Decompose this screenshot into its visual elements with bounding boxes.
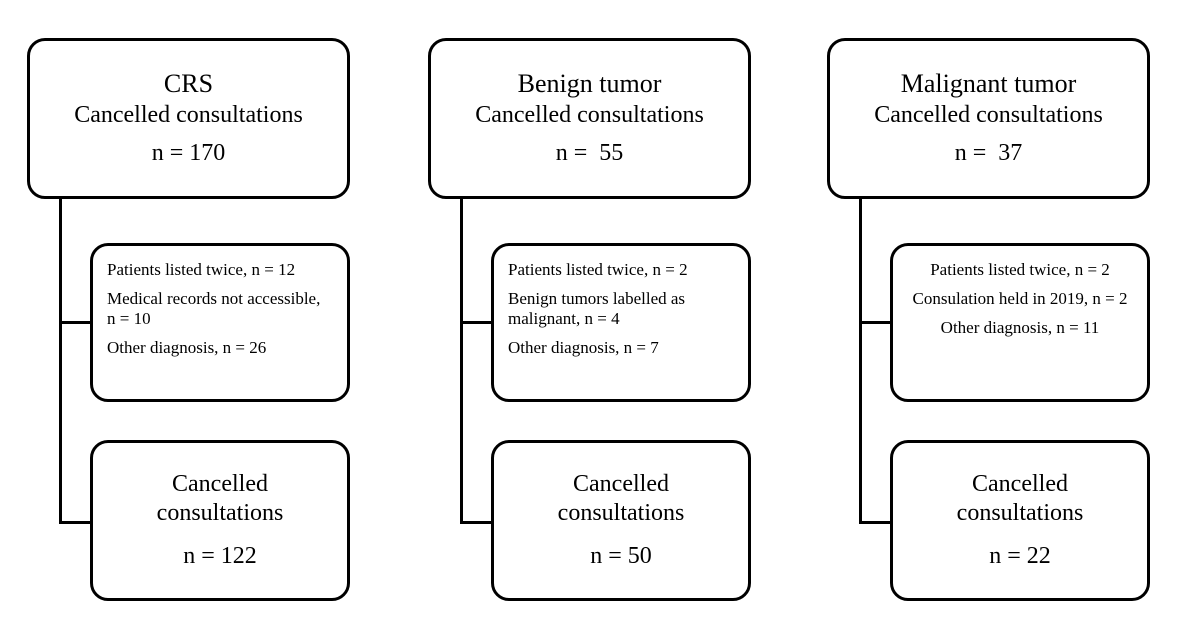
exclusion-item: Other diagnosis, n = 26 [107, 338, 267, 358]
exclusion-item: Medical records not accessible, n = 10 [107, 289, 321, 329]
connector-vertical-benign-tumor [460, 197, 463, 524]
connector-to-bottom-benign-tumor [460, 521, 494, 524]
top-box-count: n = 37 [954, 139, 1023, 166]
bottom-box-line2: consultations [956, 500, 1084, 527]
top-box-subtitle: Cancelled consultations [475, 102, 704, 129]
top-box-benign-tumor: Benign tumor Cancelled consultations n =… [428, 38, 751, 199]
exclusion-item: Patients listed twice, n = 12 [107, 260, 296, 279]
connector-to-bottom-crs [59, 521, 93, 524]
exclusion-item: Other diagnosis, n = 11 [940, 318, 1100, 338]
bottom-box-line1: Cancelled [172, 471, 268, 498]
exclusion-item: Other diagnosis, n = 7 [508, 338, 659, 358]
top-box-count: n = 55 [555, 139, 624, 166]
exclusion-box-malignant-tumor: Patients listed twice, n = 2 Consulation… [890, 243, 1150, 402]
exclusion-list: Patients listed twice, n = 2 Benign tumo… [508, 260, 734, 358]
connector-to-bottom-malignant-tumor [859, 521, 893, 524]
bottom-box-line2: consultations [156, 500, 284, 527]
top-box-title: Malignant tumor [900, 69, 1077, 99]
connector-vertical-crs [59, 197, 62, 524]
top-box-title: CRS [163, 69, 214, 99]
bottom-box-malignant-tumor: Cancelled consultations n = 22 [890, 440, 1150, 601]
top-box-subtitle: Cancelled consultations [874, 102, 1103, 129]
bottom-box-line1: Cancelled [972, 471, 1068, 498]
top-box-title: Benign tumor [517, 69, 662, 99]
exclusion-box-crs: Patients listed twice, n = 12 Medical re… [90, 243, 350, 402]
connector-vertical-malignant-tumor [859, 197, 862, 524]
bottom-box-benign-tumor: Cancelled consultations n = 50 [491, 440, 751, 601]
connector-to-exclusions-benign-tumor [460, 321, 494, 324]
flow-column-crs: CRS Cancelled consultations n = 170 Pati… [0, 0, 400, 633]
exclusion-item: Patients listed twice, n = 2 [930, 260, 1110, 279]
exclusion-item: Patients listed twice, n = 2 [508, 260, 688, 279]
bottom-box-line1: Cancelled [573, 471, 669, 498]
top-box-count: n = 170 [151, 139, 226, 166]
exclusion-list: Patients listed twice, n = 2 Consulation… [907, 260, 1133, 338]
connector-to-exclusions-malignant-tumor [859, 321, 893, 324]
bottom-box-line2: consultations [557, 500, 685, 527]
bottom-box-crs: Cancelled consultations n = 122 [90, 440, 350, 601]
exclusion-item: Consulation held in 2019, n = 2 [912, 289, 1128, 309]
flow-column-malignant-tumor: Malignant tumor Cancelled consultations … [800, 0, 1200, 633]
exclusion-box-benign-tumor: Patients listed twice, n = 2 Benign tumo… [491, 243, 751, 402]
bottom-box-count: n = 50 [590, 542, 652, 569]
exclusion-list: Patients listed twice, n = 12 Medical re… [107, 260, 333, 358]
top-box-malignant-tumor: Malignant tumor Cancelled consultations … [827, 38, 1150, 199]
exclusion-item: Benign tumors labelled as malignant, n =… [508, 289, 686, 329]
top-box-crs: CRS Cancelled consultations n = 170 [27, 38, 350, 199]
top-box-subtitle: Cancelled consultations [74, 102, 303, 129]
bottom-box-count: n = 22 [989, 542, 1051, 569]
connector-to-exclusions-crs [59, 321, 93, 324]
bottom-box-count: n = 122 [183, 542, 257, 569]
flow-column-benign-tumor: Benign tumor Cancelled consultations n =… [401, 0, 801, 633]
